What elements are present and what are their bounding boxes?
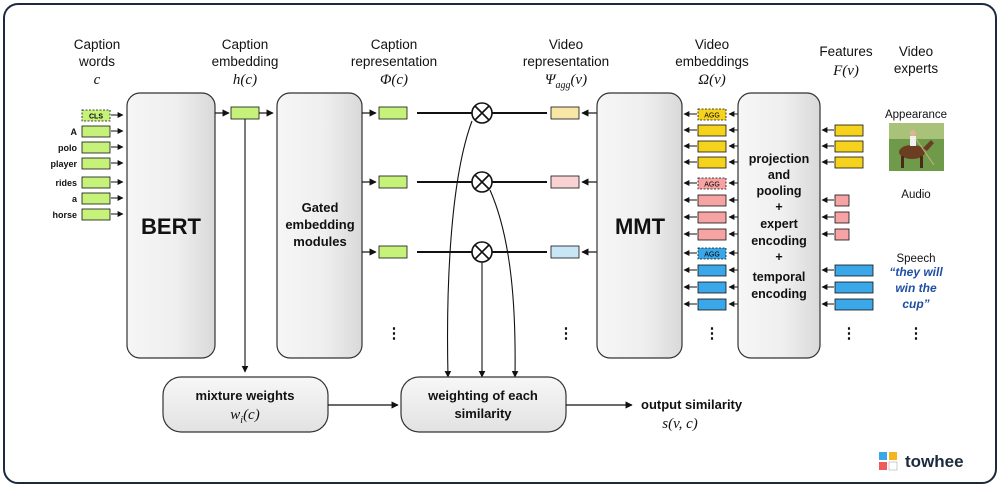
svg-text:embedding: embedding: [212, 54, 279, 69]
features: ⋮: [821, 124, 874, 342]
token-word: A: [71, 127, 78, 137]
svg-text:⋮: ⋮: [842, 325, 857, 342]
header-caption-representation: Caption representation Φ(c): [351, 37, 437, 88]
svg-text:Video: Video: [695, 37, 729, 52]
svg-text:+: +: [775, 250, 782, 264]
expert-audio: Audio: [887, 189, 945, 230]
svg-text:encoding: encoding: [751, 287, 807, 301]
svg-text:⋮: ⋮: [705, 325, 720, 342]
svg-text:Audio: Audio: [901, 189, 930, 201]
svg-text:h(c): h(c): [233, 72, 257, 88]
svg-text:embeddings: embeddings: [675, 54, 749, 69]
svg-text:Ψagg(v): Ψagg(v): [545, 72, 587, 91]
projection-label: projection and pooling + expert encoding…: [749, 152, 809, 301]
svg-text:c: c: [94, 72, 101, 88]
bert-box: [126, 92, 216, 359]
svg-text:representation: representation: [351, 54, 437, 69]
svg-text:AGG: AGG: [704, 113, 720, 120]
similarity-multipliers: [417, 102, 547, 378]
svg-text:Video: Video: [899, 44, 933, 59]
towhee-logo-icon: [879, 452, 898, 471]
svg-text:Speech: Speech: [896, 253, 935, 265]
svg-text:representation: representation: [523, 54, 609, 69]
token-word: player: [50, 159, 77, 169]
weighting-box: [400, 376, 567, 433]
header-caption-embedding: Caption embedding h(c): [212, 37, 279, 88]
svg-text:Caption: Caption: [371, 37, 418, 52]
svg-text:pooling: pooling: [756, 184, 801, 198]
mmt-label: MMT: [615, 214, 666, 239]
token-cls: [81, 109, 111, 122]
audio-waveform-icon: [887, 202, 945, 230]
svg-text:+: +: [775, 200, 782, 214]
polo-image: [889, 123, 944, 171]
token-word: a: [72, 194, 78, 204]
caption-representations: ⋮: [362, 106, 408, 342]
projection-box: [737, 92, 821, 359]
svg-text:Features: Features: [819, 44, 873, 59]
svg-text:cup”: cup”: [902, 297, 929, 311]
output-similarity-math: s(v, c): [662, 416, 698, 432]
gated-label-line: modules: [293, 234, 346, 249]
svg-text:win the: win the: [895, 281, 937, 295]
video-representations: ⋮: [550, 106, 597, 342]
header-video-experts: Video experts: [894, 44, 939, 76]
token-word: rides: [55, 178, 77, 188]
gated-label-line: embedding: [285, 217, 354, 232]
svg-text:Caption: Caption: [222, 37, 269, 52]
svg-text:experts: experts: [894, 61, 939, 76]
svg-text:encoding: encoding: [751, 234, 807, 248]
svg-text:⋮: ⋮: [559, 325, 574, 342]
output-similarity-label: output similarity: [641, 397, 743, 412]
svg-text:words: words: [78, 54, 115, 69]
expert-speech: Speech “they will win the cup”: [889, 253, 943, 311]
svg-text:Video: Video: [549, 37, 583, 52]
svg-text:expert: expert: [760, 217, 798, 231]
gated-embedding-box: [276, 92, 363, 359]
header-caption-words: Caption words c: [74, 37, 121, 88]
svg-text:projection: projection: [749, 152, 809, 166]
mixture-weights-label: mixture weights: [196, 388, 295, 403]
expert-appearance: Appearance: [885, 109, 947, 171]
svg-text:Caption: Caption: [74, 37, 121, 52]
svg-text:Appearance: Appearance: [885, 109, 947, 121]
svg-text:Ω(v): Ω(v): [698, 72, 726, 88]
mixture-weights-math: wi(c): [230, 407, 259, 426]
svg-text:and: and: [768, 168, 790, 182]
svg-text:AGG: AGG: [704, 252, 720, 259]
token-cls-label: CLS: [89, 114, 103, 121]
svg-text:“they will: “they will: [889, 265, 943, 279]
experts-ellipsis: ⋮: [909, 325, 924, 342]
bert-label: BERT: [141, 214, 201, 239]
mixture-weights-box: [162, 376, 329, 433]
svg-text:AGG: AGG: [704, 182, 720, 189]
header-video-embeddings: Video embeddings Ω(v): [675, 37, 749, 88]
weighting-label: similarity: [454, 406, 512, 421]
svg-text:Φ(c): Φ(c): [380, 72, 408, 88]
svg-text:⋮: ⋮: [387, 325, 402, 342]
towhee-logo: towhee: [879, 452, 964, 471]
weighting-label: weighting of each: [427, 388, 538, 403]
header-features: Features F(v): [819, 44, 873, 79]
towhee-logo-text: towhee: [905, 452, 964, 471]
svg-text:F(v): F(v): [832, 63, 859, 79]
mmt-box: [596, 92, 683, 359]
token-word: polo: [58, 143, 77, 153]
video-embeddings: AGG AGG AGG: [683, 108, 738, 342]
caption-tokens: CLS A polo player rides a horse: [50, 109, 124, 221]
caption-embedding-vector: [230, 106, 260, 120]
token-word: horse: [52, 210, 77, 220]
header-video-representation: Video representation Ψagg(v): [523, 37, 609, 91]
svg-text:temporal: temporal: [753, 270, 806, 284]
gated-label-line: Gated: [302, 200, 339, 215]
